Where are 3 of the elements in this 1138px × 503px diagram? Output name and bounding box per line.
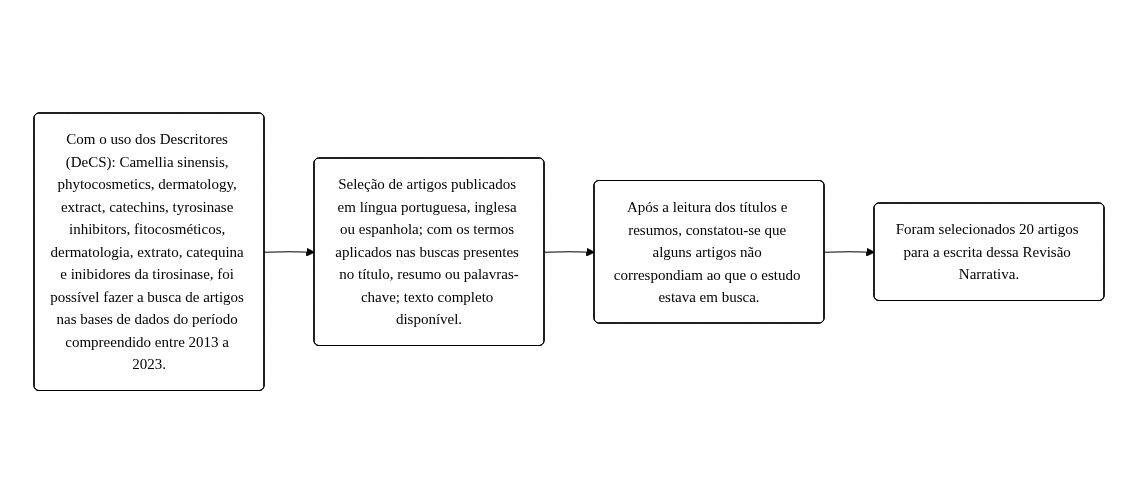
arrow bbox=[824, 247, 875, 257]
arrow bbox=[264, 247, 315, 257]
arrow bbox=[544, 247, 595, 257]
